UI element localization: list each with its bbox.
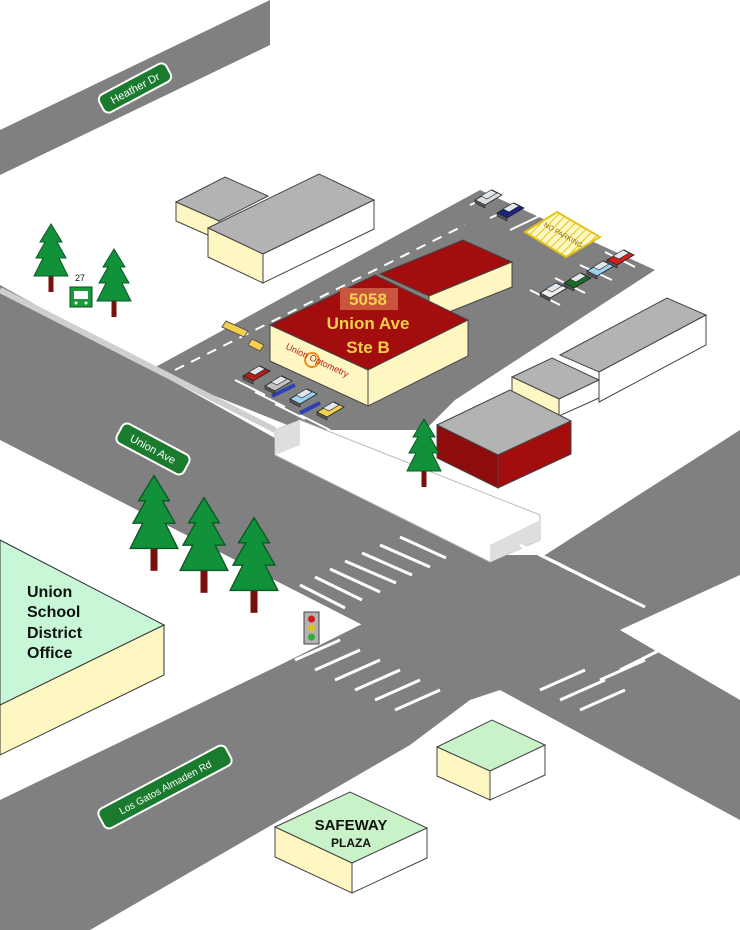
tree	[96, 248, 132, 318]
safeway-plaza-building[interactable]: SAFEWAY PLAZA	[273, 791, 429, 894]
district-office-label-3: District	[27, 625, 83, 642]
address-suite: Ste B	[346, 338, 389, 357]
building-north-gray	[174, 173, 376, 284]
no-parking-zone: NO PARKING	[523, 210, 602, 259]
traffic-light-icon	[303, 611, 320, 645]
lot-lane-markings	[174, 224, 466, 371]
bus-route-label: 27	[75, 273, 85, 283]
building-corner-red	[435, 389, 573, 489]
tree	[33, 223, 69, 293]
safeway-label: SAFEWAY	[315, 817, 388, 834]
crosswalks	[294, 535, 661, 712]
address-street: Union Ave	[327, 314, 410, 333]
los-gatos-almaden-road	[0, 430, 740, 930]
address-number: 5058	[349, 290, 387, 309]
district-office-building[interactable]: Union School District Office	[0, 539, 166, 756]
district-office-label-2: School	[27, 604, 80, 621]
plaza-small-building	[435, 719, 547, 801]
sidewalk-curb	[0, 287, 541, 563]
accessible-parking-stripes	[271, 383, 321, 415]
bus-stop: 27	[69, 273, 93, 308]
plaza-label: PLAZA	[331, 836, 371, 850]
building-main-back-wing	[378, 239, 514, 321]
building-east-gray	[510, 297, 708, 417]
parking-bumpers	[221, 320, 265, 352]
destination-building[interactable]: 5058 Union Ave Ste B Union Optometry	[268, 274, 470, 407]
district-office-label-1: Union	[27, 584, 72, 601]
district-office-label-4: Office	[27, 645, 72, 662]
